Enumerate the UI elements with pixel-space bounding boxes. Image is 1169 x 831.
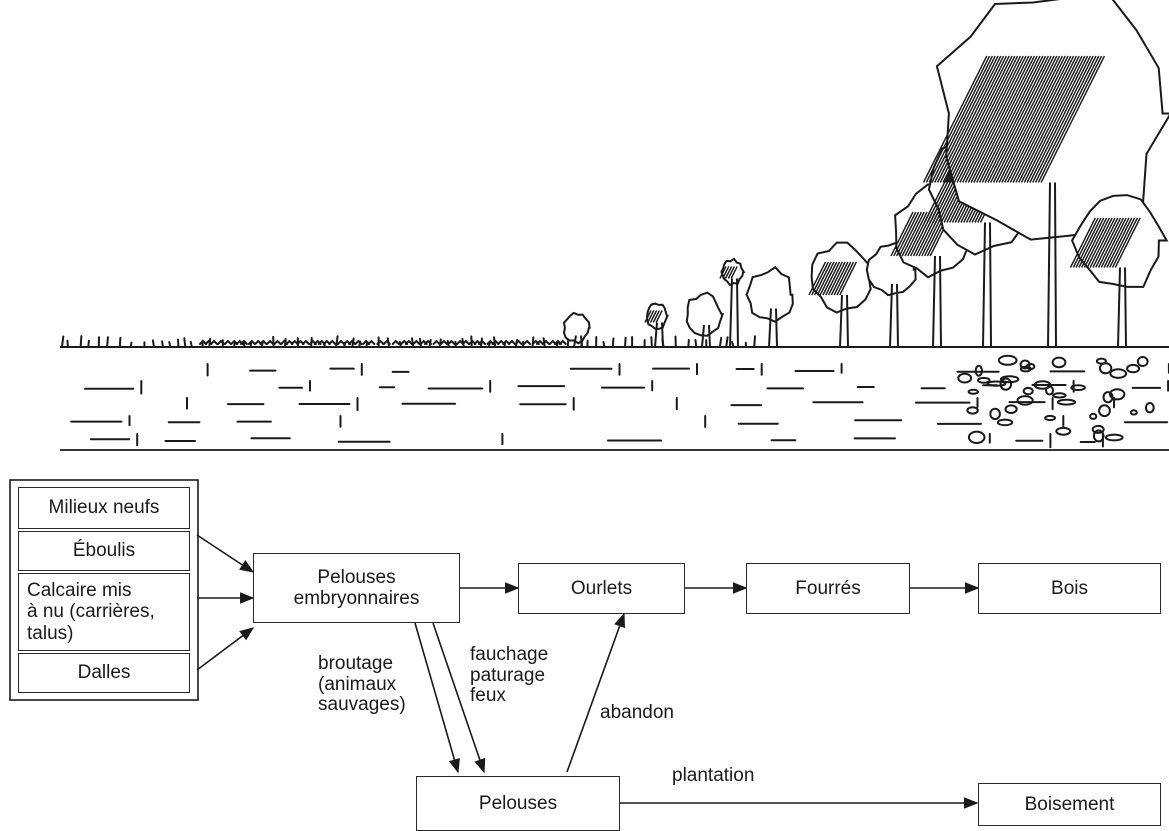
edge-label-fauchage: fauchage paturage feux <box>470 644 549 707</box>
node-pelouses-embryonnaires: Pelouses embryonnaires <box>253 553 460 623</box>
edge-label-broutage: broutage (animaux sauvages) <box>318 653 406 716</box>
limestone-soil-strokes <box>70 354 1169 449</box>
grass-tufts <box>61 335 756 348</box>
source-dalles: Dalles <box>18 653 190 693</box>
node-fourres: Fourrés <box>746 563 910 614</box>
sources-group-frame <box>9 479 199 701</box>
node-pelouses: Pelouses <box>416 776 620 831</box>
succession-landscape-illustration <box>60 0 1169 451</box>
source-milieux-neufs: Milieux neufs <box>18 487 190 529</box>
arrow-broutage <box>414 622 460 774</box>
node-bois: Bois <box>978 563 1161 614</box>
arrow-dalles-to-pelouses-embryonnaires <box>196 627 255 671</box>
edge-label-abandon: abandon <box>600 702 674 723</box>
node-ourlets: Ourlets <box>518 563 685 614</box>
source-calcaire-mis-a-nu: Calcaire mis à nu (carrières, talus) <box>18 573 190 651</box>
node-boisement: Boisement <box>978 783 1161 826</box>
source-eboulis: Éboulis <box>18 531 190 571</box>
arrow-abandon <box>566 612 626 773</box>
trees-and-shrubs <box>562 0 1169 348</box>
arrow-fauchage <box>432 622 486 774</box>
edge-label-plantation: plantation <box>672 765 755 786</box>
arrow-milieux-to-pelouses-embryonnaires <box>196 534 255 573</box>
